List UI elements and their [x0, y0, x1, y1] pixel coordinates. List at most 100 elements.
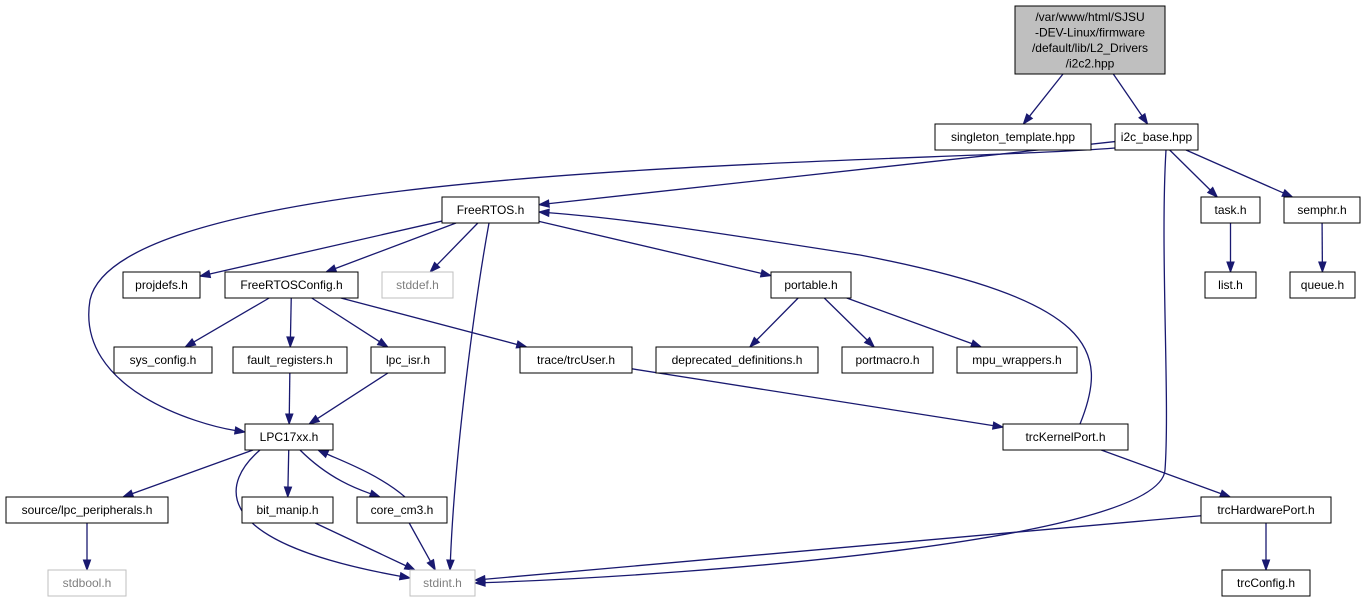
- edge-lpc_peripherals-to-stdbool: [82, 523, 92, 572]
- node-stdint: stdint.h: [409, 569, 476, 597]
- node-box: [655, 346, 819, 374]
- node-freertosconfig[interactable]: FreeRTOSConfig.h: [224, 271, 359, 299]
- edge-lpc_isr-to-lpc17xx: [307, 372, 389, 425]
- node-box: [1014, 5, 1166, 75]
- node-portmacro[interactable]: portmacro.h: [841, 346, 934, 374]
- arrowhead: [283, 486, 293, 499]
- edge-trchardwareport-to-stdint: [473, 515, 1202, 584]
- node-box: [519, 346, 633, 374]
- edge-trchardwareport-to-trcconfig: [1261, 523, 1271, 572]
- node-trcuser[interactable]: trace/trcUser.h: [519, 346, 633, 374]
- arrowhead: [969, 339, 983, 348]
- node-lpc_isr[interactable]: lpc_isr.h: [370, 346, 446, 374]
- node-label: lpc_isr.h: [386, 353, 430, 367]
- node-label: trcHardwarePort.h: [1217, 503, 1314, 517]
- edge-freertos-to-stdint: [446, 222, 490, 572]
- arrowhead: [1022, 113, 1034, 126]
- node-box: [381, 271, 454, 299]
- edge-freertos-to-portable: [538, 220, 773, 278]
- arrowhead: [284, 413, 294, 426]
- node-label: list.h: [1218, 278, 1243, 292]
- node-semphr[interactable]: semphr.h: [1283, 196, 1361, 224]
- node-box: [1114, 123, 1199, 151]
- edge-line: [288, 372, 291, 415]
- arrowhead: [863, 336, 876, 349]
- arrowhead: [324, 264, 338, 273]
- edge-freertos-to-stddef: [429, 222, 479, 274]
- edge-line: [326, 453, 406, 498]
- node-freertos[interactable]: FreeRTOS.h: [441, 196, 540, 224]
- node-deprecated[interactable]: deprecated_definitions.h: [655, 346, 819, 374]
- node-list[interactable]: list.h: [1204, 271, 1257, 299]
- edge-trckernelport-to-trchardwareport: [1100, 449, 1232, 498]
- node-box: [224, 271, 359, 299]
- arrowhead: [1281, 188, 1294, 198]
- edge-freertosconfig-to-lpc_isr: [311, 297, 390, 348]
- edge-bit_manip-to-stdint: [314, 522, 417, 571]
- edge-line: [299, 449, 371, 495]
- node-label: bit_manip.h: [256, 503, 318, 517]
- node-box: [113, 346, 213, 374]
- node-core_cm3[interactable]: core_cm3.h: [356, 496, 448, 524]
- arrowhead: [446, 559, 455, 572]
- node-projdefs[interactable]: projdefs.h: [122, 271, 201, 299]
- node-box: [1221, 569, 1311, 597]
- arrowhead: [368, 489, 382, 498]
- arrowhead: [183, 337, 197, 348]
- node-label: fault_registers.h: [247, 353, 332, 367]
- node-box: [1289, 271, 1356, 299]
- node-label: semphr.h: [1297, 203, 1346, 217]
- node-i2c_base[interactable]: i2c_base.hpp: [1114, 123, 1199, 151]
- node-label: portmacro.h: [855, 353, 919, 367]
- edge-trcuser-to-trckernelport: [631, 368, 1005, 430]
- node-box: [244, 423, 334, 451]
- node-box: [1002, 423, 1129, 451]
- node-mpu_wrappers[interactable]: mpu_wrappers.h: [956, 346, 1078, 374]
- arrowhead: [473, 574, 486, 584]
- node-label: sys_config.h: [130, 353, 197, 367]
- edge-line: [88, 147, 1116, 432]
- arrowhead: [198, 269, 212, 279]
- edge-line: [311, 297, 380, 343]
- node-task[interactable]: task.h: [1200, 196, 1261, 224]
- edge-freertosconfig-to-trcuser: [340, 297, 529, 349]
- node-label: deprecated_definitions.h: [672, 353, 803, 367]
- edge-line: [846, 297, 973, 345]
- edge-freertosconfig-to-fault_registers: [286, 297, 295, 349]
- node-box: [232, 346, 348, 374]
- node-sys_config[interactable]: sys_config.h: [113, 346, 213, 374]
- node-label: /default/lib/L2_Drivers: [1032, 41, 1148, 55]
- node-trchardwareport[interactable]: trcHardwarePort.h: [1200, 496, 1332, 524]
- arrowhead: [403, 561, 417, 571]
- node-portable[interactable]: portable.h: [770, 271, 852, 299]
- edge-fault_registers-to-lpc17xx: [284, 372, 294, 426]
- arrowhead: [537, 208, 550, 218]
- node-trcconfig[interactable]: trcConfig.h: [1221, 569, 1311, 597]
- node-bit_manip[interactable]: bit_manip.h: [241, 496, 334, 524]
- edge-semphr-to-queue: [1318, 222, 1327, 274]
- node-lpc17xx[interactable]: LPC17xx.h: [244, 423, 334, 451]
- node-label: mpu_wrappers.h: [972, 353, 1061, 367]
- node-box: [1200, 496, 1332, 524]
- node-box: [770, 271, 852, 299]
- arrowhead: [991, 421, 1005, 430]
- arrowhead: [1138, 112, 1149, 126]
- arrowhead: [398, 571, 412, 581]
- edge-i2c_base-to-freertos: [537, 140, 1116, 208]
- node-label: i2c_base.hpp: [1121, 130, 1193, 144]
- node-box: [1200, 196, 1261, 224]
- node-trckernelport[interactable]: trcKernelPort.h: [1002, 423, 1129, 451]
- node-singleton[interactable]: singleton_template.hpp: [934, 123, 1092, 151]
- edge-portable-to-portmacro: [823, 297, 876, 349]
- node-label: LPC17xx.h: [260, 430, 319, 444]
- node-label: projdefs.h: [135, 278, 188, 292]
- node-i2c2[interactable]: /var/www/html/SJSU-DEV-Linux/firmware/de…: [1014, 5, 1166, 75]
- node-box: [934, 123, 1092, 151]
- arrowhead: [82, 559, 92, 572]
- node-fault_registers[interactable]: fault_registers.h: [232, 346, 348, 374]
- node-queue[interactable]: queue.h: [1289, 271, 1356, 299]
- edge-i2c_base-to-semphr: [1185, 149, 1294, 198]
- node-lpc_peripherals[interactable]: source/lpc_peripherals.h: [5, 496, 169, 524]
- node-stddef: stddef.h: [381, 271, 454, 299]
